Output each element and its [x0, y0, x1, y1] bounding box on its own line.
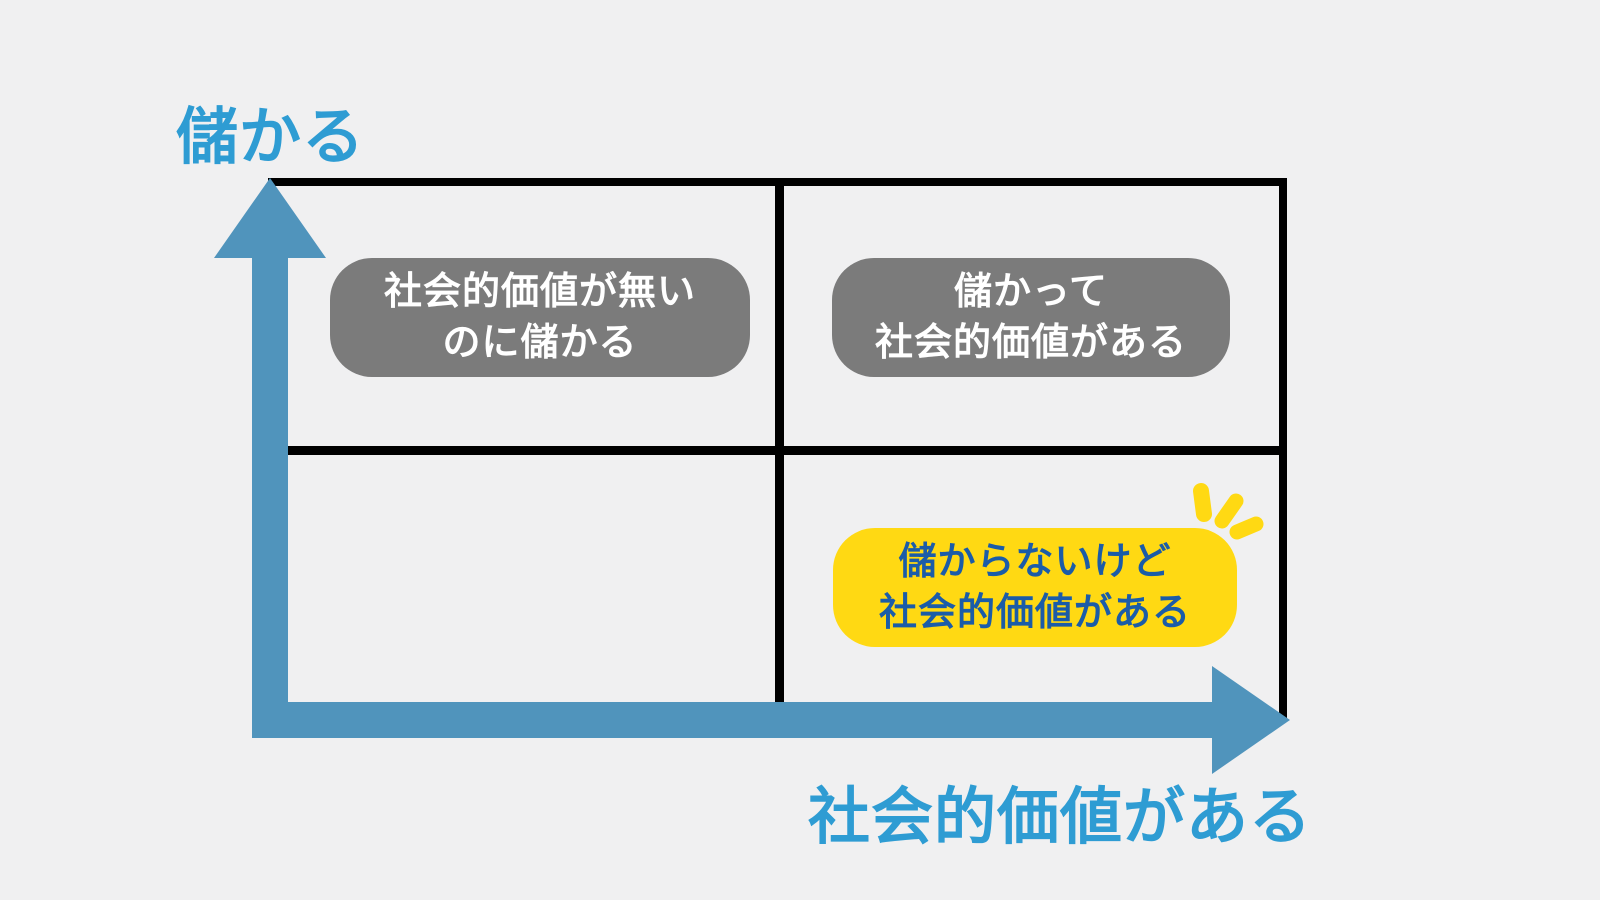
quadrant-box-bottom-right-highlighted: 儲からないけど 社会的価値がある	[833, 528, 1237, 647]
quadrant-box-top-left: 社会的価値が無い のに儲かる	[330, 258, 750, 377]
grid-vertical-divider	[775, 178, 784, 705]
grid-horizontal-divider	[285, 446, 1287, 455]
quadrant-box-top-right: 儲かって 社会的価値がある	[832, 258, 1230, 377]
quadrant-label-top-left: 社会的価値が無い のに儲かる	[383, 271, 696, 364]
x-axis-arrow	[252, 666, 1290, 774]
y-axis-label: 儲かる	[176, 103, 366, 172]
x-axis-label: 社会的価値がある	[808, 783, 1313, 852]
y-axis-arrow	[214, 178, 326, 738]
quadrant-label-top-right: 儲かって 社会的価値がある	[874, 271, 1187, 364]
quadrant-label-bottom-right: 儲からないけど 社会的価値がある	[878, 541, 1191, 634]
